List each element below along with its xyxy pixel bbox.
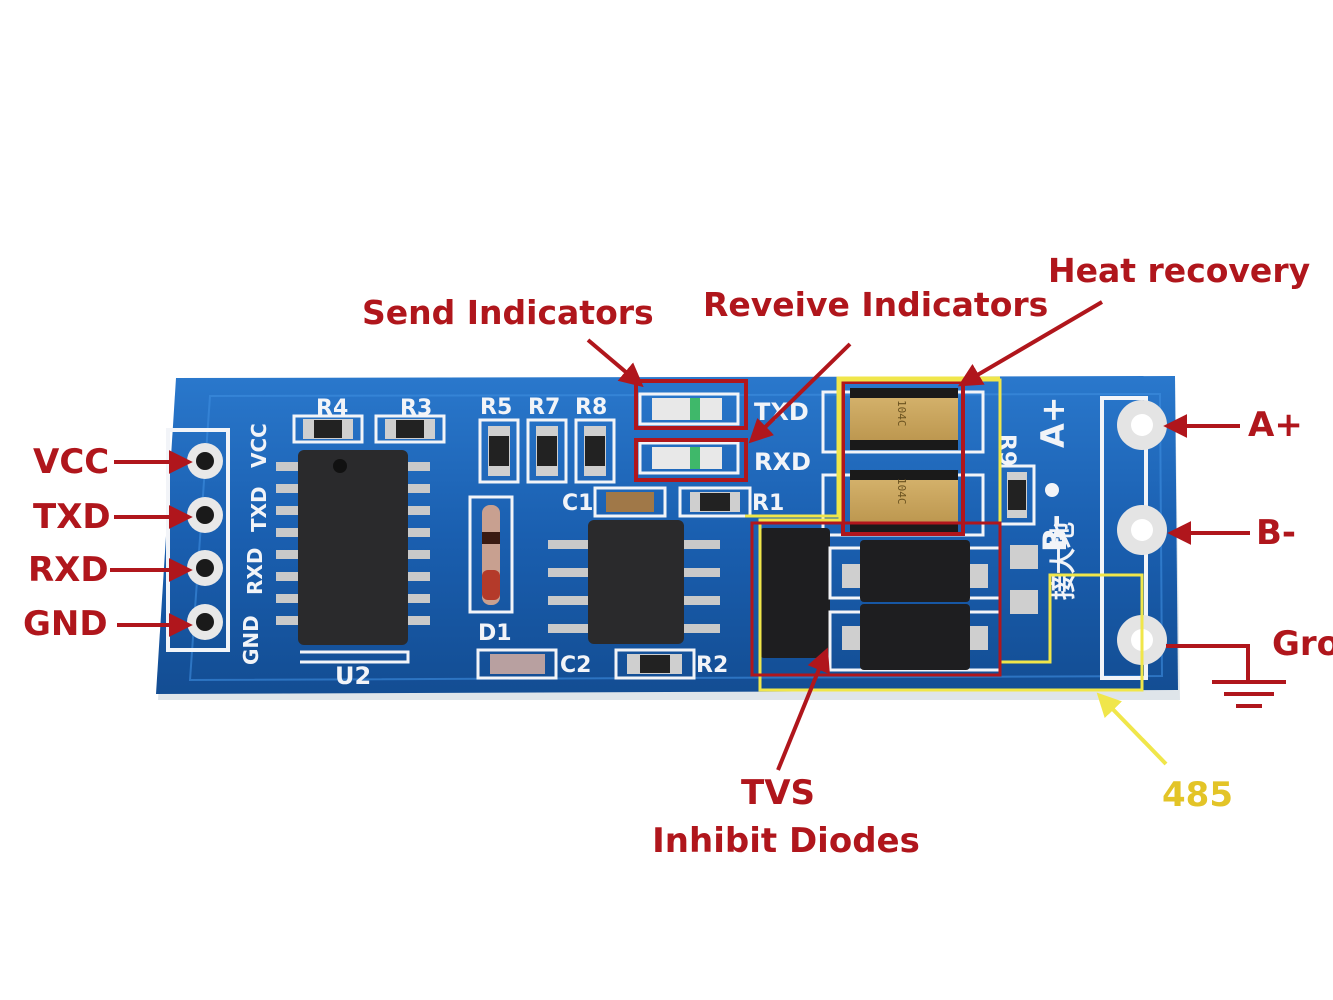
silk-u2: U2 xyxy=(335,662,371,690)
silk-b-minus: B- xyxy=(1036,514,1074,552)
silk-rxd: RXD xyxy=(243,548,267,595)
led-txd: TXD xyxy=(638,392,809,426)
tvs-diodes xyxy=(760,528,1002,672)
left-arrows xyxy=(110,450,193,637)
label-rxd: RXD xyxy=(28,550,109,590)
silk-r7: R7 xyxy=(528,395,560,420)
silk-r8: R8 xyxy=(575,395,607,420)
silk-a-plus: A+ xyxy=(1034,396,1072,448)
silk-r9: R9 xyxy=(994,434,1019,466)
silk-r1: R1 xyxy=(752,491,784,516)
silk-r2: R2 xyxy=(696,653,728,678)
box-receive xyxy=(634,438,748,482)
label-send-indicators: Send Indicators xyxy=(362,293,654,332)
chip-soic8 xyxy=(548,520,720,644)
silk-r5: R5 xyxy=(480,395,512,420)
silk-led-rxd: RXD xyxy=(754,448,811,476)
label-txd: TXD xyxy=(33,497,111,537)
label-tvs: TVS xyxy=(741,773,815,813)
label-vcc: VCC xyxy=(33,442,110,482)
bottom-arrows xyxy=(776,647,1168,771)
pin-vcc xyxy=(187,443,223,479)
c1-r1: C1 R1 xyxy=(562,486,784,518)
label-a-plus: A+ xyxy=(1248,405,1303,445)
highlight-boxes xyxy=(634,376,1144,692)
silk-d1: D1 xyxy=(478,621,512,646)
diode-d1: D1 xyxy=(468,495,514,646)
chip-u2: U2 xyxy=(276,450,430,690)
silk-gnd: GND xyxy=(239,615,263,665)
cap-marking-top: 104C xyxy=(895,400,908,427)
c2-r2: C2 R2 xyxy=(476,648,728,680)
silk-c1: C1 xyxy=(562,491,593,516)
silk-c2: C2 xyxy=(560,653,591,678)
silk-vcc: VCC xyxy=(247,423,271,468)
silk-ground-cn: 接大地 xyxy=(1049,522,1079,600)
pad-b-minus xyxy=(1117,505,1167,555)
left-header: VCC TXD RXD GND xyxy=(166,423,271,665)
label-inhibit-diodes: Inhibit Diodes xyxy=(652,821,920,861)
pin-txd xyxy=(187,497,223,533)
label-heat-recovery: Heat recovery xyxy=(1048,251,1311,290)
label-ground: Gro xyxy=(1272,627,1333,661)
pad-a-plus xyxy=(1117,400,1167,450)
cap-marking-bottom: 104C xyxy=(895,478,908,505)
pin-rxd xyxy=(187,550,223,586)
label-b-minus: B- xyxy=(1256,513,1297,553)
pin-gnd xyxy=(187,604,223,640)
silk-txd: TXD xyxy=(247,486,271,532)
label-gnd: GND xyxy=(23,604,108,644)
resistors-r5-r7-r8: R5 R7 R8 xyxy=(478,395,616,484)
right-terminal: A+ B- 接大地 xyxy=(1034,396,1167,680)
box-send xyxy=(634,379,748,430)
label-485: 485 xyxy=(1162,775,1233,815)
top-arrows xyxy=(586,300,1104,444)
led-rxd: RXD xyxy=(638,441,811,476)
resistors-r3-r4: R4 R3 xyxy=(292,396,446,444)
label-receive-indicators: Reveive Indicators xyxy=(703,285,1049,324)
box-tvs xyxy=(750,521,1002,677)
capacitors: 104C 104C xyxy=(821,388,985,537)
box-heat xyxy=(841,380,965,536)
right-arrows xyxy=(1163,414,1286,708)
